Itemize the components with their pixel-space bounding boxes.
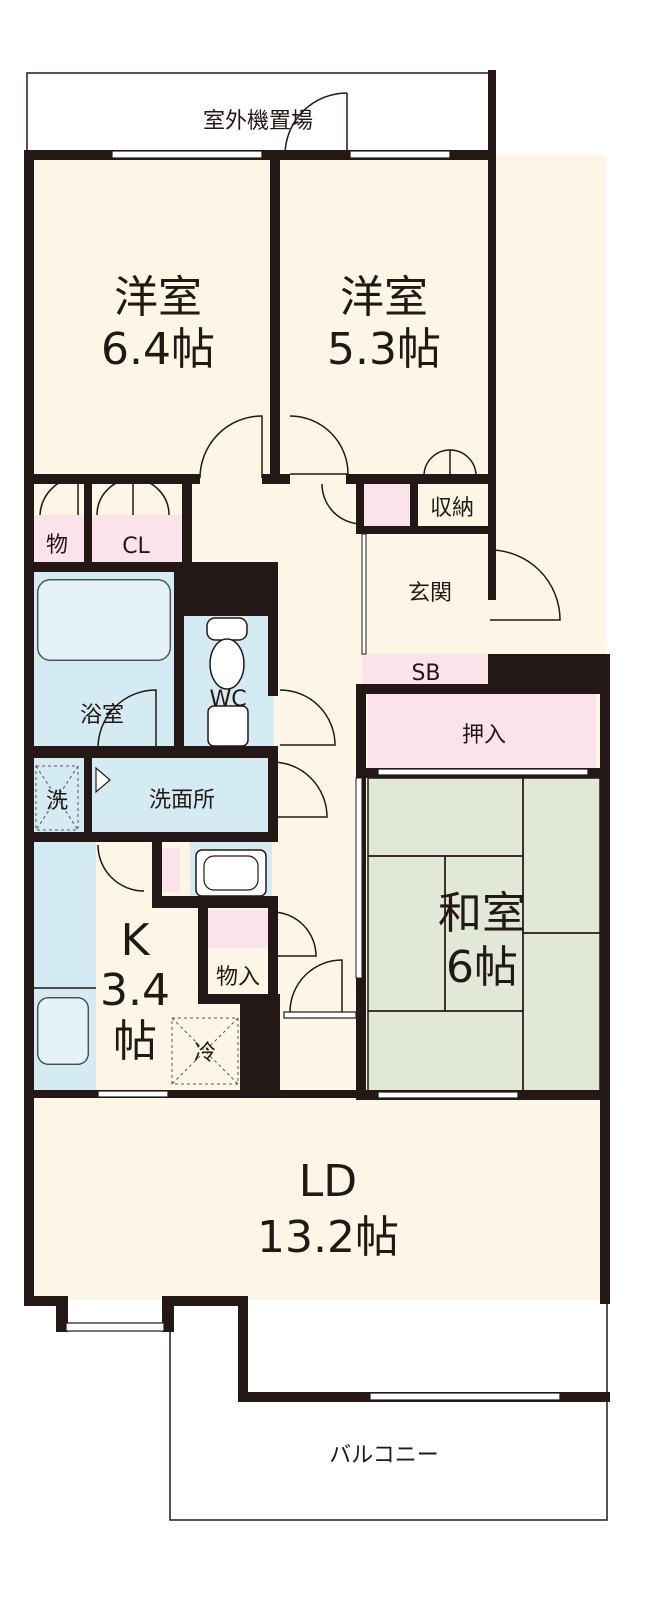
western-room-1-name: 洋室: [114, 272, 202, 323]
kitchen-name: K: [121, 915, 151, 966]
storage-monoire-label: 物入: [216, 965, 260, 990]
toilet-tank: [206, 617, 248, 641]
toilet-bowl: [209, 638, 245, 690]
labels: 室外機置場 洋室 6.4帖 洋室 5.3帖 物 CL 収納 玄関 SB 浴室 W…: [46, 109, 526, 1468]
kitchen-size: 3.4: [100, 965, 170, 1016]
entrance-label: 玄関: [408, 581, 452, 606]
washer-label: 洗: [46, 789, 68, 814]
balcony-area: [169, 1289, 608, 1521]
kitchen-unit: 帖: [113, 1016, 157, 1067]
living-dining-name: LD: [299, 1156, 357, 1207]
toilet-label: WC: [209, 687, 246, 712]
wash-basin: [195, 849, 267, 897]
closet-label: CL: [122, 534, 150, 559]
storage-mono-label: 物: [46, 533, 68, 558]
oshiire-label: 押入: [462, 723, 506, 748]
japanese-room-name: 和室: [438, 888, 526, 939]
windows: [65, 150, 589, 1401]
outdoor-unit-label: 室外機置場: [203, 109, 313, 134]
fridge-space: [171, 1017, 239, 1085]
storage-shuno-label: 収納: [430, 496, 474, 521]
western-room-1-size: 6.4帖: [101, 324, 215, 375]
washroom-label: 洗面所: [149, 788, 215, 813]
bath-label: 浴室: [80, 703, 124, 728]
door-swings: [39, 415, 561, 1013]
washer-space: [35, 765, 79, 831]
western-room-2-size: 5.3帖: [327, 324, 441, 375]
japanese-room-size: 6帖: [446, 942, 518, 993]
western-room-2-name: 洋室: [340, 272, 428, 323]
living-dining-size: 13.2帖: [257, 1212, 399, 1263]
balcony-label: バルコニー: [329, 1443, 439, 1468]
fridge-label: 冷: [194, 1041, 216, 1066]
shoe-box-label: SB: [411, 661, 440, 686]
toilet-sink: [207, 705, 249, 747]
